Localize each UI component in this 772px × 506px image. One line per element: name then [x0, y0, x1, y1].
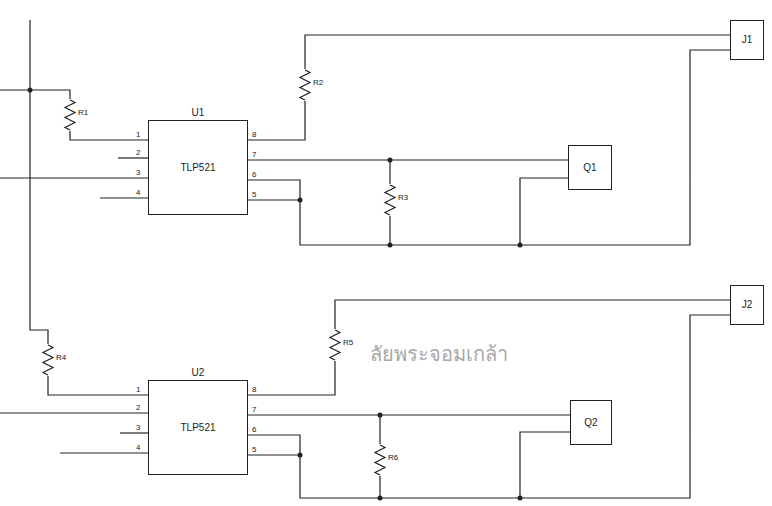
resistor-symbol — [300, 70, 310, 100]
wire — [520, 178, 568, 245]
resistor-label: R1 — [78, 108, 88, 117]
pin-number: 8 — [252, 385, 256, 394]
junction-dot — [298, 198, 303, 203]
pin-number: 2 — [136, 148, 140, 157]
wire-connector — [248, 414, 570, 415]
resistor-label: R3 — [398, 193, 408, 202]
resistor-label: R4 — [56, 353, 66, 362]
reference-designator: U2 — [149, 367, 247, 379]
part-label: TLP521 — [180, 162, 215, 174]
wire-connector — [248, 35, 730, 140]
junction-dot — [388, 158, 393, 163]
pin-number: 3 — [136, 423, 140, 432]
pin-number: 2 — [136, 403, 140, 412]
junction-dots — [28, 88, 523, 501]
resistor-symbol — [385, 185, 395, 215]
component-box: Q2 — [570, 400, 612, 445]
part-label: Q2 — [584, 417, 597, 429]
resistor-label: R5 — [343, 338, 353, 347]
wire — [248, 454, 300, 455]
junction-dot — [388, 243, 393, 248]
pin-number: 1 — [136, 130, 140, 139]
wire — [0, 412, 148, 413]
resistor-symbol — [375, 445, 385, 475]
watermark: ลัยพระจอมเกล้า — [370, 342, 508, 366]
pin-number: 6 — [252, 170, 256, 179]
wire — [520, 432, 570, 498]
pin-number: 5 — [252, 445, 256, 454]
resistor-symbol — [43, 345, 53, 375]
pin-number: 6 — [252, 425, 256, 434]
part-label: Q1 — [583, 162, 596, 174]
part-label: TLP521 — [180, 422, 215, 434]
pin-number: 1 — [136, 385, 140, 394]
pin-number: 4 — [136, 188, 140, 197]
part-label: J1 — [742, 34, 753, 46]
wire — [100, 197, 148, 198]
part-label: J2 — [742, 299, 753, 311]
pin-number: 8 — [252, 130, 256, 139]
wire — [248, 50, 730, 245]
wire-connector — [248, 300, 730, 395]
pin-number: 7 — [252, 405, 256, 414]
resistor-symbol — [330, 330, 340, 360]
junction-dot — [378, 413, 383, 418]
wire — [0, 177, 148, 178]
junction-dot — [28, 88, 33, 93]
junction-dot — [518, 496, 523, 501]
reference-designator: U1 — [149, 107, 247, 119]
resistor-label: R2 — [313, 78, 323, 87]
resistor-label: R6 — [388, 453, 398, 462]
wire — [248, 199, 300, 200]
wire — [120, 432, 148, 433]
resistor-symbol — [65, 100, 75, 130]
junction-dot — [518, 243, 523, 248]
component-box: J2 — [730, 285, 764, 325]
wire — [118, 157, 148, 158]
pin-number: 3 — [136, 168, 140, 177]
pin-number: 4 — [136, 443, 140, 452]
resistors — [41, 69, 397, 476]
ic-package: U1TLP521 — [148, 120, 248, 215]
wire — [30, 20, 148, 395]
pin-number: 5 — [252, 190, 256, 199]
junction-dot — [378, 496, 383, 501]
junction-dot — [298, 453, 303, 458]
ic-package: U2TLP521 — [148, 380, 248, 475]
wire — [248, 315, 730, 498]
pin-number: 7 — [252, 150, 256, 159]
wire-connector — [248, 159, 568, 160]
wire — [60, 452, 148, 453]
component-box: Q1 — [568, 145, 612, 190]
wire — [0, 90, 148, 140]
wire-group — [0, 20, 730, 498]
component-box: J1 — [730, 20, 764, 60]
